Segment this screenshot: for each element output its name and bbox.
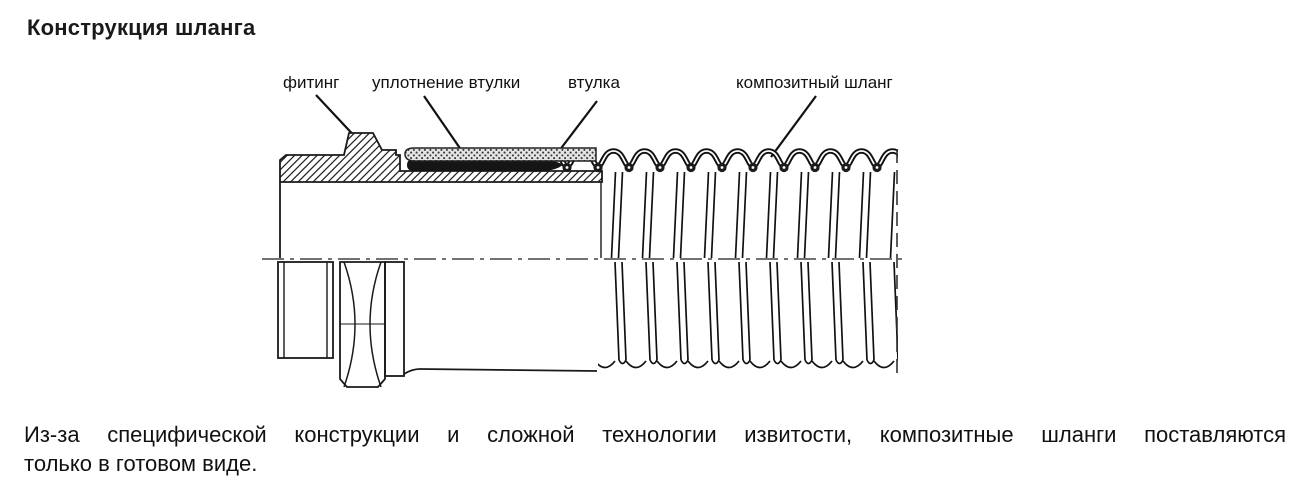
label-sleeve-seal: уплотнение втулки <box>372 73 521 92</box>
leader-sleeve <box>558 100 598 152</box>
description-line-2: только в готовом виде. <box>24 451 258 476</box>
sleeve-ferrule <box>404 147 597 162</box>
fitting-exterior <box>277 261 598 388</box>
body-bottom-edge <box>403 368 598 375</box>
label-fitting: фитинг <box>283 73 340 92</box>
label-sleeve: втулка <box>568 73 620 92</box>
hose-spiral-lines-bottom <box>598 262 898 374</box>
collar <box>384 261 405 377</box>
hose-spiral-lines-top <box>601 172 897 258</box>
label-composite-hose: композитный шланг <box>736 73 893 92</box>
composite-hose-top <box>597 145 898 258</box>
description-line-1: Из-за специфической конструкции и сложно… <box>24 422 1286 447</box>
sleeve-seal <box>407 159 563 171</box>
leader-sleeve-seal <box>423 95 467 158</box>
description-text: Из-за специфической конструкции и сложно… <box>24 420 1286 478</box>
page-title: Конструкция шланга <box>27 15 256 40</box>
threaded-end <box>277 261 334 359</box>
